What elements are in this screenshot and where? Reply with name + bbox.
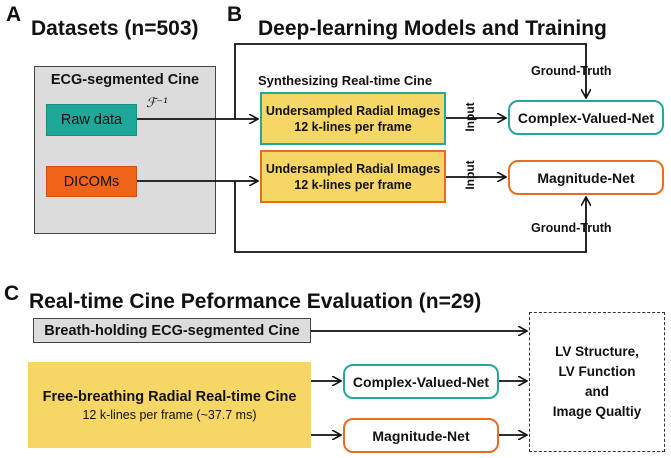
datasets-group-label: ECG-segmented Cine [50, 72, 200, 88]
panel-b-title: Deep-learning Models and Training [258, 17, 607, 40]
eval-line-3: and [584, 384, 609, 399]
eval-line-2: LV Function [558, 364, 636, 379]
breath-holding-label: Breath-holding ECG-segmented Cine [44, 322, 300, 339]
complex-valued-net-label: Complex-Valued-Net [517, 109, 655, 126]
free-breathing-box: Free-breathing Radial Real-time Cine 12 … [28, 362, 311, 448]
inverse-fourier-symbol: ℱ⁻¹ [146, 96, 169, 111]
eval-line-1: LV Structure, [555, 344, 639, 359]
panel-a-title: Datasets (n=503) [31, 17, 199, 40]
eval-line-4: Image Qualtiy [552, 404, 642, 419]
complex-valued-net-box: Complex-Valued-Net [508, 100, 664, 135]
dicoms-box: DICOMs [46, 166, 137, 197]
magnitude-net-label: Magnitude-Net [537, 169, 635, 186]
ground-truth-bottom-label: Ground-Truth [531, 221, 612, 235]
magnitude-net-box: Magnitude-Net [508, 160, 664, 195]
free-breathing-line1: Free-breathing Radial Real-time Cine [42, 388, 297, 405]
eval-complex-valued-net-label: Complex-Valued-Net [352, 373, 490, 390]
datasets-group-panel [34, 66, 216, 234]
undersampled-magnitude-line2: 12 k-lines per frame [294, 177, 412, 192]
panel-b-letter: B [227, 3, 243, 26]
raw-data-box: Raw data [46, 104, 137, 136]
eval-complex-valued-net-box: Complex-Valued-Net [343, 364, 499, 399]
panel-a-letter: A [6, 3, 22, 26]
dicoms-label: DICOMs [63, 173, 120, 190]
evaluation-outcomes-box: LV Structure, LV Function and Image Qual… [529, 312, 665, 452]
free-breathing-line2: 12 k-lines per frame (~37.7 ms) [82, 407, 257, 422]
panel-c-letter: C [4, 282, 20, 305]
ground-truth-top-label: Ground-Truth [531, 64, 612, 78]
eval-magnitude-net-box: Magnitude-Net [343, 418, 499, 453]
breath-holding-box: Breath-holding ECG-segmented Cine [33, 318, 311, 343]
undersampled-box-complex: Undersampled Radial Images 12 k-lines pe… [260, 92, 446, 145]
panel-c-title: Real-time Cine Peformance Evaluation (n=… [29, 290, 482, 313]
undersampled-complex-line1: Undersampled Radial Images [265, 103, 441, 118]
undersampled-complex-line2: 12 k-lines per frame [294, 119, 412, 134]
undersampled-magnitude-line1: Undersampled Radial Images [265, 161, 441, 176]
raw-data-label: Raw data [60, 112, 123, 128]
ground-truth-top-line [234, 43, 586, 119]
ground-truth-bottom-line [234, 181, 586, 253]
undersampled-box-magnitude: Undersampled Radial Images 12 k-lines pe… [260, 150, 446, 203]
eval-magnitude-net-label: Magnitude-Net [372, 427, 470, 444]
synthesizing-label: Synthesizing Real-time Cine [258, 73, 433, 88]
